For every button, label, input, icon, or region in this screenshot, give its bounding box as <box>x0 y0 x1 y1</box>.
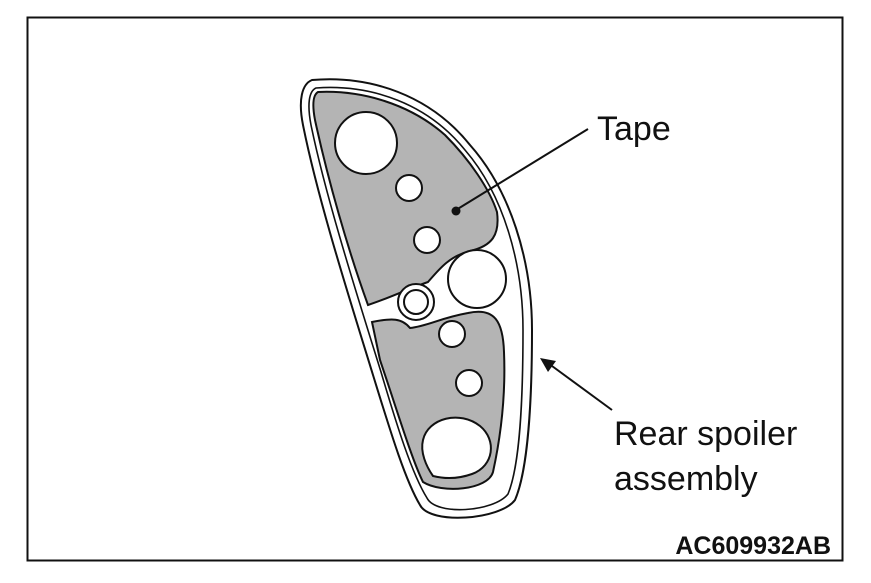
hole-small-4 <box>455 369 483 397</box>
tape-leader-line <box>455 128 589 211</box>
hole-small-3 <box>438 320 466 348</box>
hole-small-1 <box>395 174 423 202</box>
hole-large-top <box>334 111 398 175</box>
hole-small-2 <box>413 226 441 254</box>
figure-code: AC609932AB <box>675 532 831 560</box>
rear-spoiler-label-line2: assembly <box>614 460 758 498</box>
figure-frame <box>26 16 844 562</box>
hole-ring-inner <box>403 289 429 315</box>
rear-spoiler-label-line1: Rear spoiler <box>614 415 798 453</box>
tape-label: Tape <box>597 110 671 148</box>
spoiler-leader-line <box>551 365 613 411</box>
tape-leader-dot <box>451 206 461 216</box>
rear-spoiler-inner-edge <box>308 86 524 511</box>
spoiler-leader-arrowhead <box>540 358 556 372</box>
hole-large-middle <box>447 249 507 309</box>
hole-large-bottom <box>421 416 492 480</box>
